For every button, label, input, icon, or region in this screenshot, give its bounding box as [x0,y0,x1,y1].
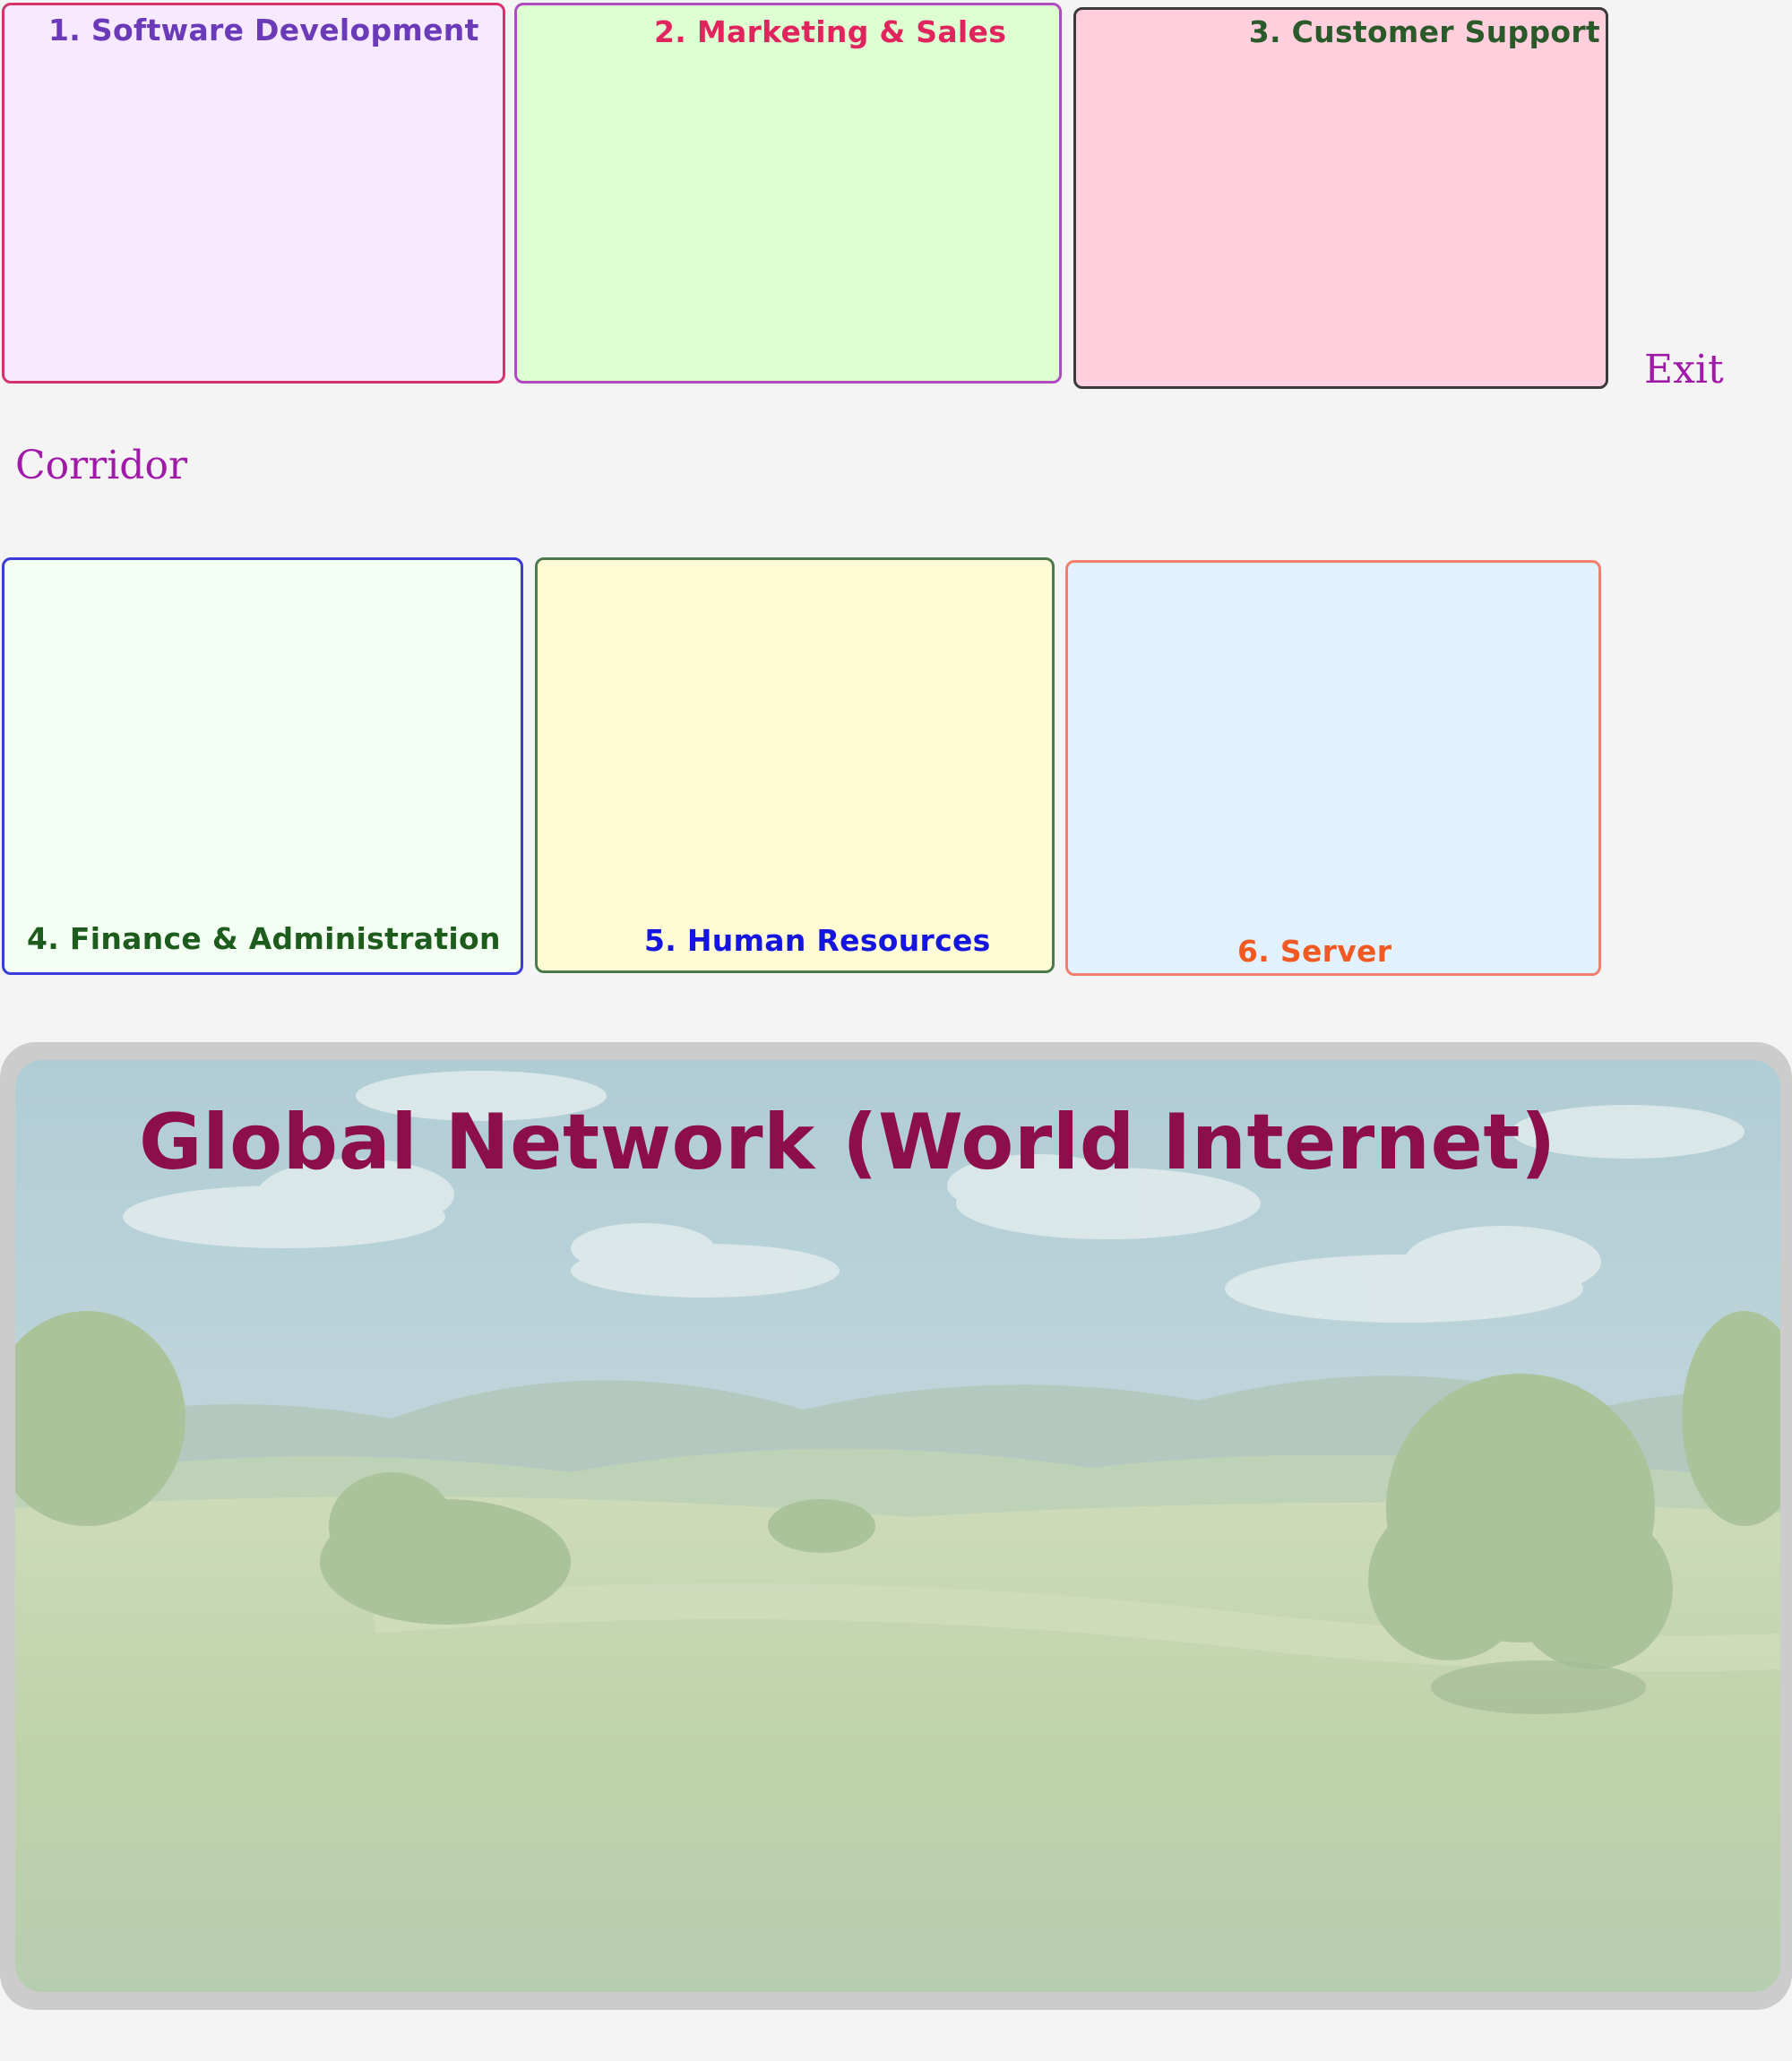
exit-label: Exit [1644,347,1724,392]
landscape-background: Global Network (World Internet) [15,1060,1780,1992]
global-network-title: Global Network (World Internet) [139,1098,1556,1187]
room-label: 5. Human Resources [644,923,991,958]
room-server: 6. Server [1065,560,1601,976]
room-finance-administration: 4. Finance & Administration [2,557,523,975]
room-label: 4. Finance & Administration [27,921,501,956]
landscape-illustration [15,1060,1780,1992]
room-label: 3. Customer Support [1248,14,1600,49]
room-customer-support: 3. Customer Support [1073,7,1608,389]
corridor-label: Corridor [15,443,187,488]
room-marketing-sales: 2. Marketing & Sales [514,3,1062,384]
room-label: 2. Marketing & Sales [654,14,1007,49]
room-human-resources: 5. Human Resources [535,557,1055,973]
room-software-development: 1. Software Development [2,3,505,384]
room-label: 1. Software Development [48,13,479,47]
global-network-panel: Global Network (World Internet) [0,1042,1792,2010]
room-label: 6. Server [1237,934,1392,969]
